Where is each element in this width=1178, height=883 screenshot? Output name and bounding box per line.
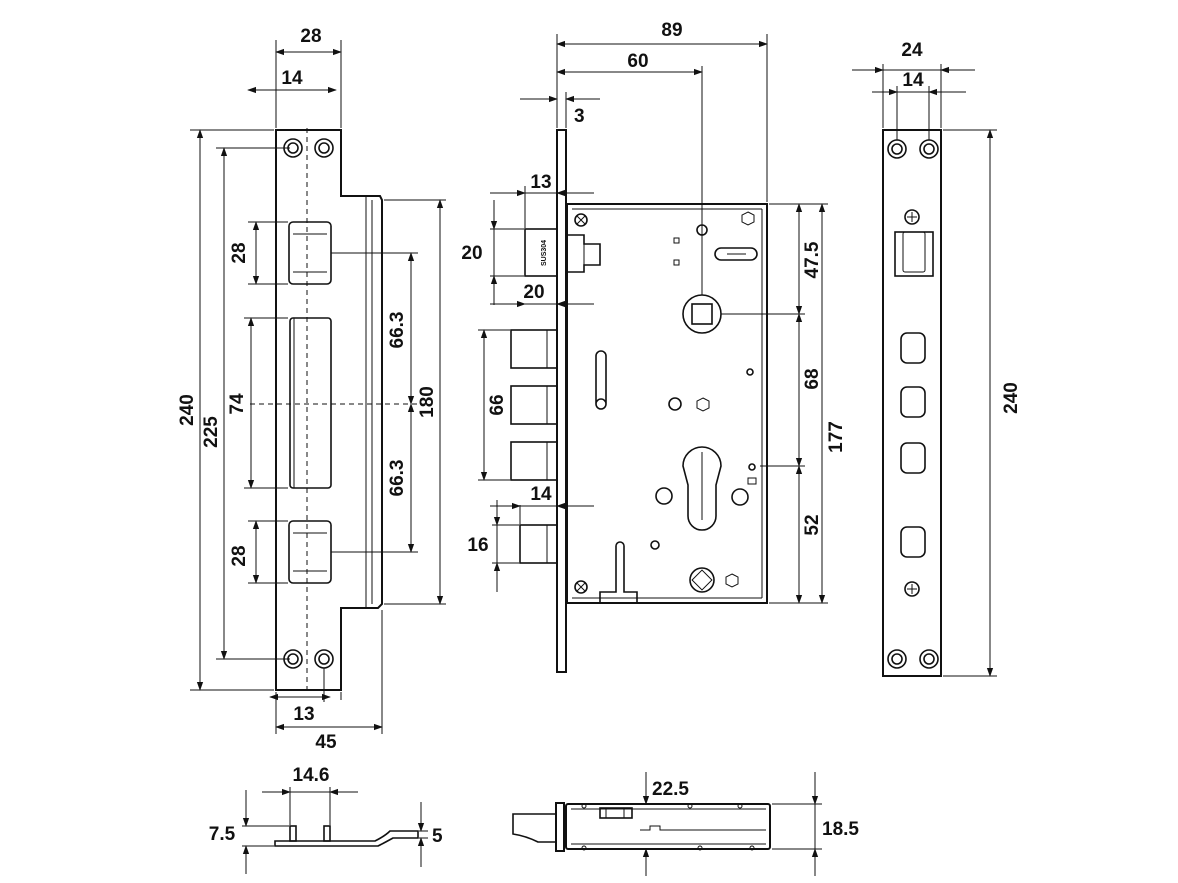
faceplate-thickness-label: 3 bbox=[574, 106, 585, 127]
bolt-projection-label: 14 bbox=[530, 484, 552, 505]
strike-lip-height-label: 180 bbox=[417, 386, 438, 418]
lock-backset-label: 60 bbox=[627, 51, 648, 72]
faceplate-front: 24 14 240 bbox=[852, 40, 1022, 677]
lock-faceplate-edge bbox=[556, 129, 567, 673]
deadbolts bbox=[510, 329, 558, 564]
faceplate-screw-holes bbox=[887, 139, 939, 669]
lock-body-front: SUS304 bbox=[461, 20, 847, 673]
latch-offset-label: 13 bbox=[530, 172, 551, 193]
material-stamp: SUS304 bbox=[541, 240, 548, 266]
strike-side-height-label: 7.5 bbox=[209, 824, 236, 845]
strike-top-slot-label: 28 bbox=[229, 242, 250, 263]
faceplate-width-label: 24 bbox=[901, 40, 923, 61]
strike-hole-spacing-label: 14 bbox=[281, 68, 303, 89]
strike-side-thickness-label: 5 bbox=[432, 826, 443, 847]
strike-width-label: 28 bbox=[300, 26, 321, 47]
lock-side-view: 22.5 18.5 bbox=[512, 772, 859, 876]
strike-bottom-inner-label: 13 bbox=[293, 704, 314, 725]
faceplate-hole-spacing-label: 14 bbox=[902, 70, 924, 91]
lock-internals bbox=[574, 211, 758, 603]
strike-plate-front: 28 14 240 225 28 74 28 66.3 bbox=[177, 26, 446, 753]
body-height-label: 177 bbox=[826, 421, 847, 453]
lock-width-label: 89 bbox=[661, 20, 682, 41]
strike-bottom-slot-label: 28 bbox=[229, 545, 250, 566]
latch-bolt: SUS304 bbox=[524, 228, 601, 277]
latch-depth-label: 20 bbox=[523, 282, 544, 303]
bolt-openings bbox=[900, 332, 926, 558]
strike-upper-distance-label: 66.3 bbox=[387, 312, 408, 349]
clearance-label: 22.5 bbox=[652, 779, 689, 800]
strike-plate-side: 14.6 7.5 5 bbox=[209, 765, 443, 874]
latch-height-label: 20 bbox=[461, 243, 482, 264]
strike-bottom-width-label: 45 bbox=[315, 732, 337, 753]
bolt-height-label: 16 bbox=[467, 535, 488, 556]
cylinder-to-bottom-label: 52 bbox=[802, 514, 823, 535]
lock-depth-label: 18.5 bbox=[822, 819, 859, 840]
strike-slot-middle bbox=[289, 317, 332, 489]
strike-side-width-label: 14.6 bbox=[293, 765, 330, 786]
spindle-to-cylinder-label: 68 bbox=[802, 368, 823, 389]
faceplate-height-label: 240 bbox=[1001, 382, 1022, 414]
strike-middle-slot-label: 74 bbox=[227, 393, 248, 415]
strike-hole-distance-label: 225 bbox=[201, 416, 222, 448]
strike-height-label: 240 bbox=[177, 394, 198, 426]
bolt-span-label: 66 bbox=[487, 394, 508, 415]
top-to-spindle-label: 47.5 bbox=[802, 241, 823, 278]
strike-lower-distance-label: 66.3 bbox=[387, 460, 408, 497]
